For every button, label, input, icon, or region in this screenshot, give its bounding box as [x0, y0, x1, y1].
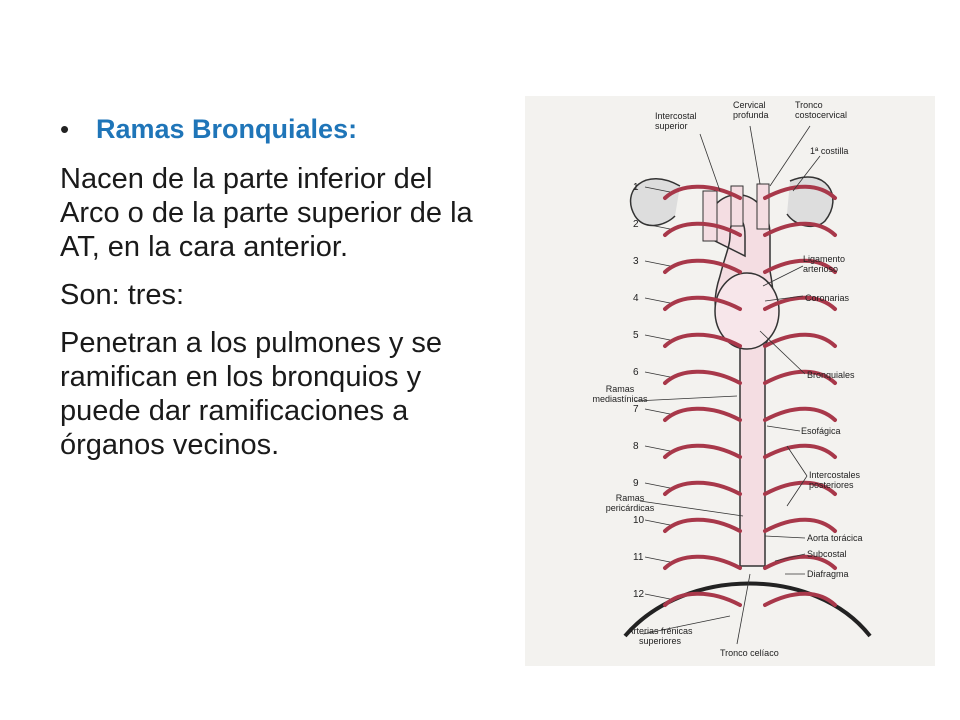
rib-number: 3 — [633, 256, 639, 267]
intercostal-artery-right — [763, 591, 837, 607]
rib-number: 6 — [633, 367, 639, 378]
bullet-icon: • — [60, 114, 70, 144]
label-primera-costilla: 1ª costilla — [810, 146, 848, 156]
intercostal-artery-left — [663, 332, 742, 348]
intercostal-artery-left — [663, 591, 742, 607]
intercostal-artery-right — [763, 295, 837, 311]
rib-number-leader — [644, 445, 671, 452]
rib-number-leader — [644, 334, 671, 341]
label-bronquiales: Bronquiales — [807, 370, 855, 380]
intercostal-artery-right — [763, 369, 837, 385]
intercostal-artery-right — [763, 480, 837, 496]
rib-number-leader — [644, 297, 671, 304]
rib-number-leader — [644, 371, 671, 378]
intercostal-artery-left — [663, 554, 742, 570]
arch-bulge — [714, 272, 780, 350]
rib-number-leader — [644, 408, 671, 415]
label-aorta-toracica: Aorta torácica — [807, 533, 863, 543]
rib-number-leader — [644, 593, 671, 600]
intercostal-artery-left — [663, 517, 742, 533]
intercostal-arteries — [663, 184, 837, 607]
rib-number: 7 — [633, 404, 639, 415]
rib-number: 2 — [633, 219, 639, 230]
label-esofagica: Esofágica — [801, 426, 841, 436]
intercostal-artery-left — [663, 221, 742, 237]
rib-number: 1 — [633, 182, 639, 193]
rib-number-leader — [644, 186, 671, 193]
mid-trunk — [730, 185, 744, 227]
rib-number-leader — [644, 260, 671, 267]
rib-number: 9 — [633, 478, 639, 489]
intercostal-artery-left — [663, 406, 742, 422]
intercostal-artery-right — [763, 517, 837, 533]
rib-number: 10 — [633, 515, 645, 526]
paragraph-origin: Nacen de la parte inferior del Arco o de… — [60, 163, 473, 263]
intercostal-artery-right — [763, 184, 837, 200]
label-diafragma: Diafragma — [807, 569, 849, 579]
intercostal-artery-right — [763, 443, 837, 459]
label-tronco-celiaco: Tronco celíaco — [720, 648, 779, 658]
rib-number-leader — [644, 223, 671, 230]
leader-lines — [634, 125, 821, 645]
right-first-rib — [786, 176, 834, 228]
intercostal-artery-left — [663, 184, 742, 200]
label-coronarias: Coronarias — [805, 293, 850, 303]
heading-row: • Ramas Bronquiales: — [60, 112, 480, 146]
left-trunk — [702, 190, 718, 242]
rib-number: 12 — [633, 589, 645, 600]
intercostal-artery-right — [763, 258, 837, 274]
intercostal-artery-left — [663, 295, 742, 311]
left-first-rib — [629, 178, 681, 227]
diaphragm — [623, 581, 872, 638]
intercostal-artery-left — [663, 258, 742, 274]
rib-number: 11 — [633, 552, 644, 563]
right-trunk — [756, 183, 770, 230]
intercostal-artery-right — [763, 554, 837, 570]
intercostal-artery-left — [663, 369, 742, 385]
slide-heading: Ramas Bronquiales: — [96, 114, 358, 144]
paragraph-count: Son: tres: — [60, 279, 185, 311]
rib-number-leader — [644, 519, 671, 526]
rib-number-leader — [644, 482, 671, 489]
intercostal-artery-left — [663, 443, 742, 459]
intercostal-artery-right — [763, 406, 837, 422]
intercostal-artery-left — [663, 480, 742, 496]
slide-text: • Ramas Bronquiales: Nacen de la parte i… — [60, 112, 480, 476]
label-subcostal: Subcostal — [807, 549, 847, 559]
rib-number-leader — [644, 556, 671, 563]
rib-number: 8 — [633, 441, 639, 452]
rib-number: 5 — [633, 330, 639, 341]
rib-number: 4 — [633, 293, 639, 304]
paragraph-distribution: Penetran a los pulmones y se ramifican e… — [60, 327, 443, 461]
intercostal-artery-right — [763, 332, 837, 348]
intercostal-artery-right — [763, 221, 837, 237]
